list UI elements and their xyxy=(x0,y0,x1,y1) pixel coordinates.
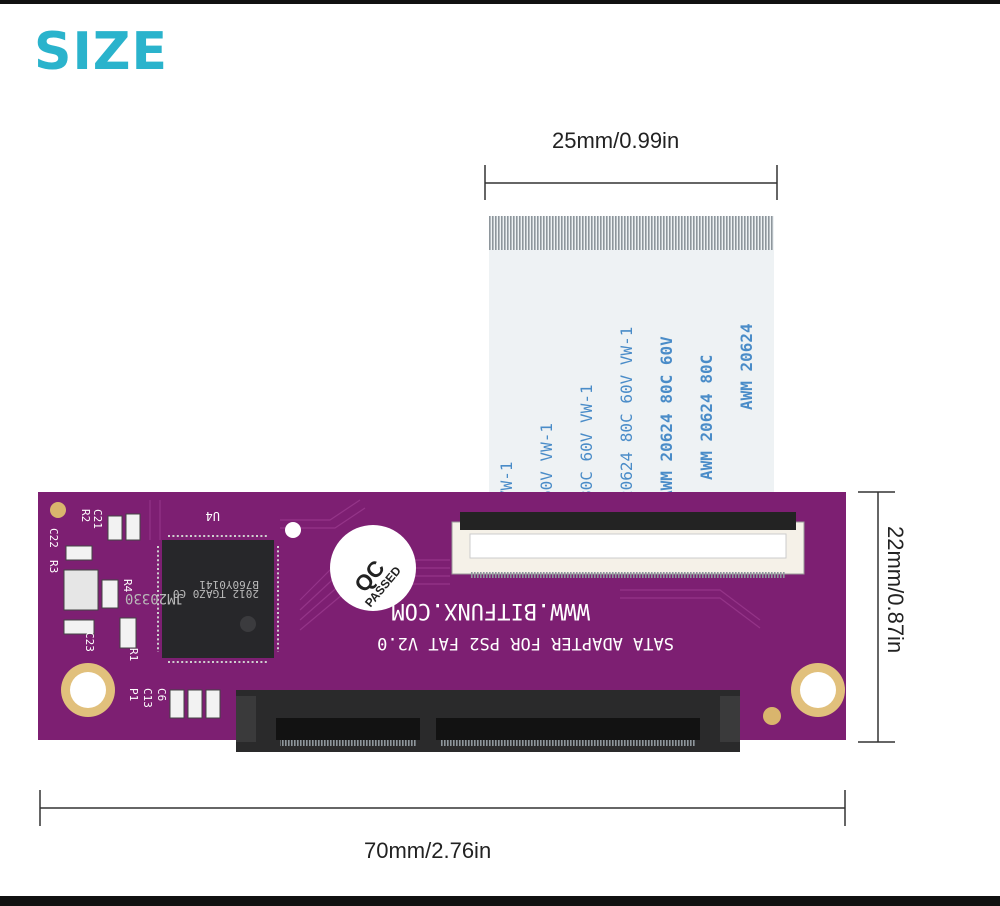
ribbon-print-line: AWM 20624 80C 60V xyxy=(657,336,676,500)
chip-marking: B760Y0141 xyxy=(199,578,259,591)
ribbon-print-line: VW-1 xyxy=(497,461,516,500)
component-label: C23 xyxy=(83,632,96,652)
ribbon-print-line: 80C 60V VW-1 xyxy=(577,384,596,500)
component-labels: C21 R2 C22 R3 R4 C23 R1 C6 C13 P1 xyxy=(47,509,168,708)
component-label: C6 xyxy=(155,688,168,701)
ribbon-print-line: 60V VW-1 xyxy=(537,423,556,500)
ribbon-print-line: AWM 20624 80C xyxy=(697,355,716,480)
board-length-dimension-line xyxy=(39,790,846,826)
ribbon-width-dimension-line xyxy=(484,165,778,200)
component-label: R2 xyxy=(79,509,92,522)
size-heading: SIZE xyxy=(34,22,169,82)
board-height-dimension-line xyxy=(858,491,895,743)
board-length-label: 70mm/2.76in xyxy=(364,838,492,863)
qc-passed-sticker: QC PASSED xyxy=(330,525,416,611)
bottom-border xyxy=(0,896,1000,906)
sata-connector xyxy=(236,690,740,752)
top-border xyxy=(0,0,1000,4)
ribbon-print: VW-1 60V VW-1 80C 60V VW-1 20624 80C 60V… xyxy=(497,323,756,500)
component-label: R1 xyxy=(127,648,140,661)
ribbon-print-line: 20624 80C 60V VW-1 xyxy=(617,327,636,500)
component-label: C21 xyxy=(91,509,104,529)
website-silkscreen: WWW.BITFUNX.COM xyxy=(391,598,590,623)
component-label: R3 xyxy=(47,560,60,573)
controller-chip xyxy=(157,535,279,663)
chip-marking: 2012 TGAZ0 C0 xyxy=(173,587,259,600)
component-label: C22 xyxy=(47,528,60,548)
component-label: P1 xyxy=(127,688,140,701)
board-height-label: 22mm/0.87in xyxy=(883,526,908,654)
chip-marking: JM20330 xyxy=(125,590,184,606)
product-silkscreen: SATA ADAPTER FOR PS2 FAT V2.0 xyxy=(377,633,674,653)
ribbon-print-line: AWM 20624 xyxy=(737,323,756,410)
component-label: C13 xyxy=(141,688,154,708)
pcb-board: JM20330 2012 TGAZ0 C0 B760Y0141 U4 C21 R… xyxy=(38,492,846,752)
component-label: R4 xyxy=(121,579,134,593)
ribbon-width-label: 25mm/0.99in xyxy=(552,128,680,153)
ribbon-cable xyxy=(487,216,776,511)
ffc-connector xyxy=(451,512,805,578)
chip-ref-label: U4 xyxy=(206,509,220,523)
